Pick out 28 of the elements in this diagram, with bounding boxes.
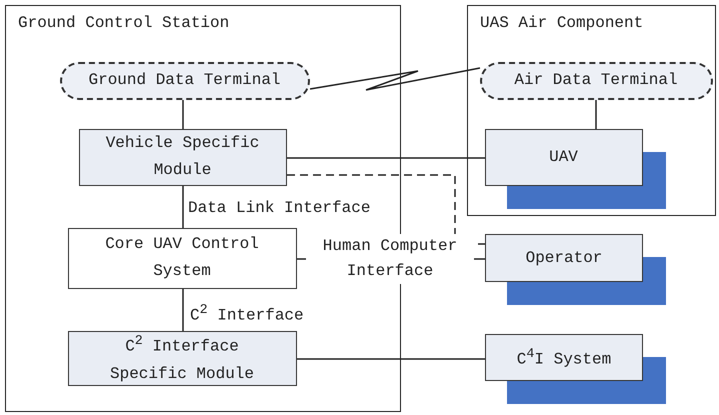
connector — [297, 358, 485, 360]
module-box — [68, 330, 296, 386]
data-terminal — [480, 62, 712, 100]
module-box — [78, 128, 286, 186]
dashed-connector — [287, 174, 485, 245]
module-box — [485, 234, 643, 282]
module-box — [485, 334, 643, 381]
connector — [182, 100, 184, 129]
node-label: Operator — [526, 248, 602, 268]
edge-label: Human Computer Interface — [306, 234, 474, 284]
node-label: C$^{2}$ Interface Specific Module — [108, 333, 256, 385]
node-label: Ground Data Terminal — [88, 70, 281, 91]
node-label: Core UAV Control System — [104, 234, 260, 282]
group-frame — [467, 5, 716, 216]
module-box — [484, 128, 642, 186]
connector — [182, 289, 184, 331]
data-terminal — [60, 62, 310, 100]
group-title: Ground Control Station — [18, 14, 230, 32]
node-label: Air Data Terminal — [514, 70, 678, 91]
node-label: Vehicle Specific Module — [104, 133, 260, 181]
process-box — [68, 228, 296, 288]
connector — [182, 186, 184, 228]
group-title: UAS Air Component — [480, 14, 644, 32]
connector — [310, 67, 480, 91]
connector — [287, 157, 485, 159]
node-label: C$^{4}$I System — [516, 346, 612, 371]
node-label: UAV — [549, 146, 578, 168]
connector — [595, 100, 597, 129]
